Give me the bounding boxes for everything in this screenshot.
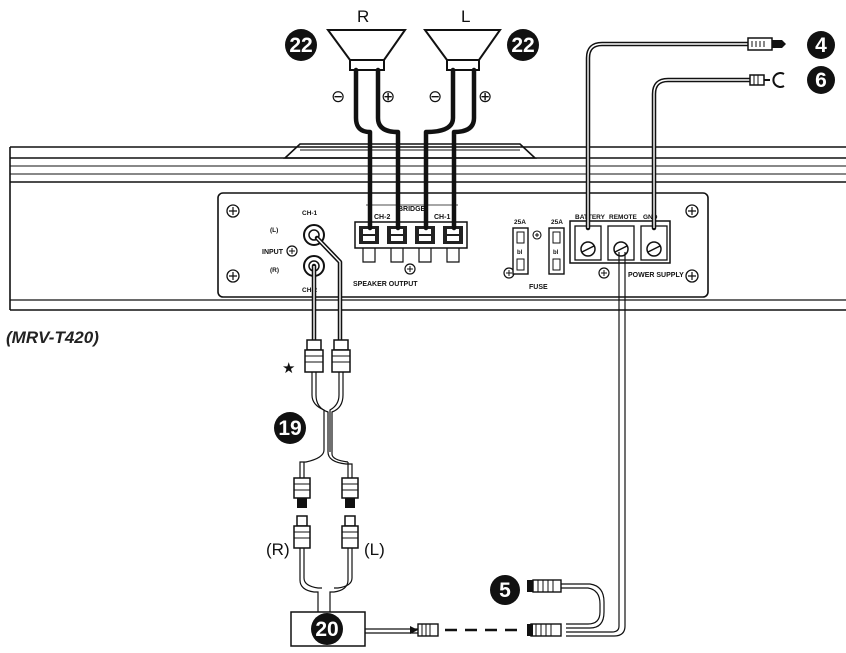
minus-icon: ⊖ [331,87,345,106]
speaker-left-label: L [461,7,470,26]
svg-text:5: 5 [499,579,511,602]
minus-icon: ⊖ [428,87,442,106]
head-unit-remote-lead [365,623,562,637]
battery-label: BATTERY [575,214,606,221]
battery-wire [585,37,786,231]
fuse-section: 25A 25A bl bl FUSE [512,219,565,291]
head-unit: 20 [290,611,366,647]
speaker-output-terminals: BRIDGE CH-2 CH-1 SPEAKER OUTPUT [353,204,468,288]
callout-speakers-right: 22 [285,29,317,61]
rca-cable-body [299,372,353,478]
svg-text:22: 22 [289,34,312,57]
speaker-output-label: SPEAKER OUTPUT [353,281,418,288]
gnd-label: GND [643,214,658,221]
polarity-symbols: ⊖ ⊕ ⊖ ⊕ [331,87,492,106]
rca-lower-plugs [293,515,359,549]
speaker-wires [353,67,477,231]
svg-text:4: 4 [815,34,827,57]
fuse-rating-2: 25A [551,219,563,226]
power-supply-label: POWER SUPPLY [628,272,684,279]
input-ch1-label: CH-1 [302,210,318,217]
bridge-label: BRIDGE [398,206,426,213]
rca-l-label: (L) [364,540,385,559]
rca-r-label: (R) [266,540,290,559]
plus-icon: ⊕ [478,87,492,106]
callout-battery-lead: 4 [807,31,835,59]
ch1-speaker-label: CH-1 [434,214,450,221]
rca-middle-plugs [293,477,359,508]
rca-upper-wires [311,235,343,343]
star-icon: ★ [282,360,295,377]
remote-y-lead [527,579,605,629]
input-label: INPUT [262,249,284,256]
svg-text:19: 19 [278,417,301,440]
rca-lower-wires [299,548,353,612]
speaker-right: R [326,7,407,71]
input-ch2-label: CH-2 [302,287,318,294]
svg-text:22: 22 [511,34,534,57]
callout-ground-lead: 6 [807,66,835,94]
input-r-label: (R) [270,267,279,274]
fuse-mark-1: bl [517,250,523,256]
ground-wire [651,72,785,231]
callout-speakers-left: 22 [507,29,539,61]
ch2-label: CH-2 [374,214,390,221]
fuse-label: FUSE [529,284,548,291]
fuse-rating-1: 25A [514,219,526,226]
rca-upper-plugs [304,339,351,373]
callout-remote-lead: 5 [490,575,520,605]
plus-icon: ⊕ [381,87,395,106]
callout-rca-cable: 19 [274,412,306,444]
remote-label: REMOTE [609,214,637,221]
input-l-label: (L) [270,227,278,234]
remote-wire [566,252,626,637]
speaker-left: L [423,7,502,71]
svg-text:6: 6 [815,69,827,92]
fuse-mark-2: bl [553,250,559,256]
model-label: (MRV-T420) [6,328,99,347]
callout-head-unit: 20 [315,618,338,641]
speaker-right-label: R [357,7,369,26]
